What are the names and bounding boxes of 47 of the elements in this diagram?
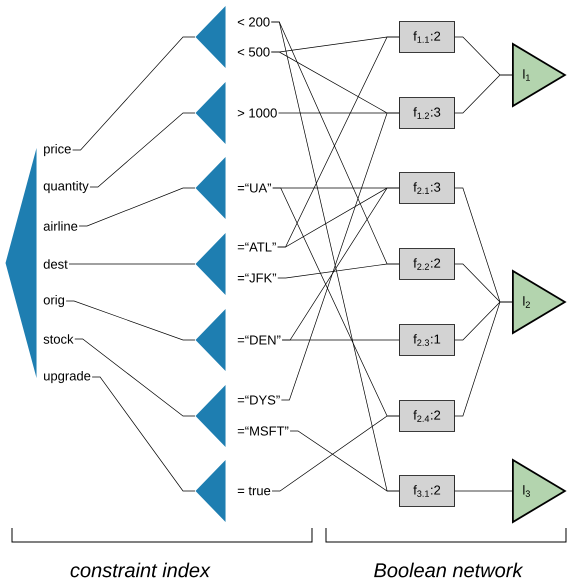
triangle-shape: [6, 148, 37, 378]
function-box: f$_{2.2}$:2: [399, 248, 455, 280]
triangle-shape: [196, 385, 226, 447]
connector-line: [272, 416, 400, 492]
connector-line: [66, 300, 196, 340]
section-caption: constraint index: [70, 562, 211, 578]
connector-line: [454, 74, 512, 114]
attribute-label: dest: [44, 259, 68, 269]
constraint-label: < 200: [238, 17, 270, 27]
function-box: f$_{2.1}$:3: [399, 172, 455, 204]
constraint-label: < 500: [238, 47, 270, 57]
constraint-label: > 1000: [238, 108, 277, 118]
connector-line: [277, 264, 400, 278]
connector-line: [90, 112, 196, 188]
connector-line: [74, 338, 196, 416]
function-box: f$_{3.1}$:2: [399, 475, 455, 507]
connector-line: [72, 36, 196, 150]
attribute-label: airline: [44, 221, 78, 231]
connector-line: [281, 112, 400, 400]
triangle-shape: [196, 157, 226, 219]
attribute-label: upgrade: [44, 370, 90, 384]
section-caption: Boolean network: [374, 562, 524, 578]
constraint-label: =“ATL”: [238, 242, 276, 252]
function-box: f$_{1.2}$:3: [399, 97, 455, 129]
connector-line: [78, 188, 196, 226]
constraint-label: =“MSFT”: [238, 426, 288, 436]
attribute-label: price: [44, 144, 71, 156]
connector-line: [290, 430, 400, 492]
connector-line: [454, 490, 512, 492]
function-box: f$_{1.1}$:2: [399, 21, 455, 53]
triangle-shape: [196, 82, 226, 144]
triangle-shape: [196, 6, 226, 68]
function-box: f$_{2.4}$:2: [399, 400, 455, 432]
attribute-label: quantity: [44, 180, 89, 194]
function-box: f$_{2.3}$:1: [399, 324, 455, 356]
constraint-label: = true: [238, 486, 270, 496]
connector-line: [454, 302, 512, 416]
constraint-label: =“DEN”: [238, 336, 280, 344]
constraint-label: =“UA”: [238, 183, 272, 193]
constraint-label: =“JFK”: [238, 273, 276, 283]
attribute-label: orig: [44, 294, 64, 308]
triangle-shape: [196, 233, 226, 295]
triangle-shape: [196, 309, 226, 371]
triangle-shape: [196, 460, 226, 522]
constraint-label: =“DYS”: [238, 395, 280, 405]
connector-line: [92, 376, 196, 492]
attribute-label: stock: [44, 334, 74, 344]
